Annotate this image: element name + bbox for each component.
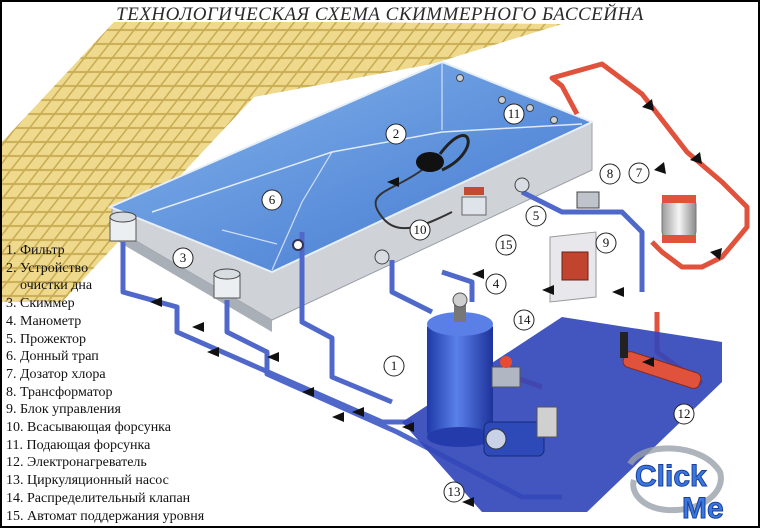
callout-7: 7 bbox=[628, 162, 650, 184]
callout-3: 3 bbox=[172, 247, 194, 269]
callout-9: 9 bbox=[595, 232, 617, 254]
legend-item: 4. Манометр bbox=[6, 313, 204, 331]
legend-item-label: 11. Подающая форсунка bbox=[6, 437, 151, 453]
legend-item: 15. Автомат поддержания уровня bbox=[6, 508, 204, 526]
bottom-drain bbox=[292, 239, 304, 251]
legend-item: 14. Распределительный клапан bbox=[6, 490, 204, 508]
legend-item-label: 4. Манометр bbox=[6, 313, 82, 329]
pool-floor-lines bbox=[151, 123, 583, 213]
legend-item-label: 6. Донный трап bbox=[6, 349, 99, 365]
legend-item-label: 8. Трансформатор bbox=[6, 384, 113, 400]
callout-11: 11 bbox=[503, 103, 525, 125]
callout-10: 10 bbox=[409, 219, 431, 241]
legend-item-label: 5. Прожектор bbox=[6, 331, 87, 347]
legend-list: 1. Фильтр 2. Устройство очистки дна 3. Ским… bbox=[6, 242, 204, 525]
legend-item-label: 1. Фильтр bbox=[6, 243, 65, 258]
legend-item-label: 12. Электронагреватель bbox=[6, 455, 147, 471]
svg-text:14: 14 bbox=[518, 312, 532, 327]
legend-item-label: 2. Устройство bbox=[6, 260, 89, 276]
flow-arrows bbox=[150, 99, 722, 507]
legend-item: 8. Трансформатор bbox=[6, 384, 204, 402]
callout-6: 6 bbox=[261, 189, 283, 211]
skimmer-left bbox=[109, 211, 137, 242]
bottom-cleaner-device bbox=[416, 152, 444, 172]
sand-filter bbox=[427, 292, 493, 447]
tiled-deck bbox=[2, 22, 332, 302]
legend-item: 7. Дозатор хлора bbox=[6, 366, 204, 384]
svg-text:11: 11 bbox=[508, 106, 521, 121]
inlet-nozzles bbox=[456, 74, 558, 124]
legend-item: 11. Подающая форсунка bbox=[6, 437, 204, 455]
pool-water bbox=[107, 60, 595, 274]
click-me-logo[interactable]: Click Me bbox=[627, 445, 724, 526]
legend-item: 5. Прожектор bbox=[6, 331, 204, 349]
legend-item-label: 14. Распределительный клапан bbox=[6, 490, 191, 506]
callout-markers: 1 2 3 4 5 6 7 8 9 10 11 12 13 14 15 bbox=[172, 103, 695, 503]
callout-15: 15 bbox=[495, 234, 517, 256]
skimmer-right bbox=[213, 268, 241, 299]
logo-click-text: Click bbox=[635, 460, 707, 493]
underwater-light bbox=[514, 177, 530, 193]
legend-item-label: 9. Блок управления bbox=[6, 402, 121, 418]
legend-item: 3. Скиммер bbox=[6, 295, 204, 313]
callout-4: 4 bbox=[485, 273, 507, 295]
svg-text:2: 2 bbox=[393, 126, 400, 141]
legend-item: 1. Фильтр bbox=[6, 242, 204, 260]
legend-item-continuation: очистки дна bbox=[20, 278, 93, 294]
pool-wall-shadow bbox=[112, 227, 272, 332]
electric-heater bbox=[620, 332, 702, 389]
svg-text:5: 5 bbox=[533, 208, 540, 223]
legend-item: 2. Устройство очистки дна bbox=[6, 260, 204, 295]
control-unit bbox=[549, 231, 597, 303]
svg-text:4: 4 bbox=[493, 276, 500, 291]
svg-text:8: 8 bbox=[607, 166, 614, 181]
legend-item: 10. Всасывающая форсунка bbox=[6, 419, 204, 437]
callout-12: 12 bbox=[673, 403, 695, 425]
legend-item-label: 13. Циркуляционный насос bbox=[6, 473, 169, 489]
svg-text:7: 7 bbox=[636, 165, 643, 180]
svg-text:1: 1 bbox=[391, 358, 398, 373]
transformer bbox=[576, 191, 600, 209]
svg-text:15: 15 bbox=[500, 237, 513, 252]
svg-text:9: 9 bbox=[603, 235, 610, 250]
level-controller bbox=[461, 187, 487, 216]
legend-item-label: 7. Дозатор хлора bbox=[6, 366, 106, 382]
legend-item: 6. Донный трап bbox=[6, 348, 204, 366]
chlorine-dosing-unit bbox=[661, 195, 697, 243]
circulation-pump bbox=[483, 406, 558, 457]
svg-text:3: 3 bbox=[180, 250, 187, 265]
svg-text:13: 13 bbox=[448, 484, 461, 499]
callout-8: 8 bbox=[599, 163, 621, 185]
legend-item-label: 10. Всасывающая форсунка bbox=[6, 420, 171, 436]
legend-item: 12. Электронагреватель bbox=[6, 454, 204, 472]
multiport-valve bbox=[491, 356, 521, 388]
svg-text:10: 10 bbox=[414, 222, 427, 237]
svg-text:12: 12 bbox=[678, 406, 691, 421]
legend-item-label: 15. Автомат поддержания уровня bbox=[6, 508, 205, 524]
callout-5: 5 bbox=[525, 205, 547, 227]
logo-me-text: Me bbox=[682, 492, 724, 525]
legend-item-label: 3. Скиммер bbox=[6, 296, 75, 312]
callout-14: 14 bbox=[513, 309, 535, 331]
callout-1: 1 bbox=[383, 355, 405, 377]
diagram-title: ТЕХНОЛОГИЧЕСКАЯ СХЕМА СКИММЕРНОГО БАССЕЙ… bbox=[116, 4, 644, 25]
svg-text:6: 6 bbox=[269, 192, 276, 207]
callout-13: 13 bbox=[443, 481, 465, 503]
legend-item: 13. Циркуляционный насос bbox=[6, 472, 204, 490]
tiled-deck-far bbox=[254, 22, 562, 97]
callout-2: 2 bbox=[385, 123, 407, 145]
legend-item: 9. Блок управления bbox=[6, 401, 204, 419]
